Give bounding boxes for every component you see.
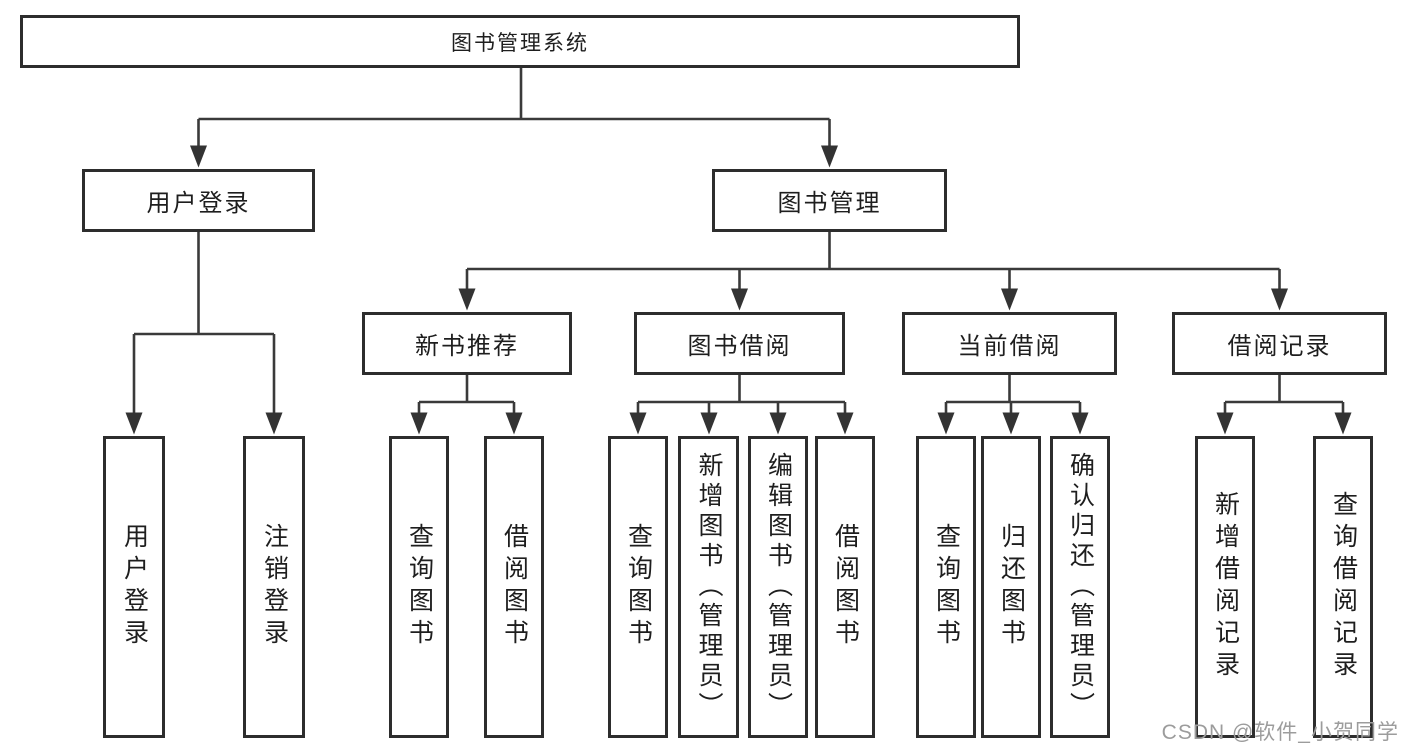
leaf-label: 查询图书 <box>624 523 653 651</box>
node-label: 用户登录 <box>146 190 251 217</box>
node-book-borrow: 图书借阅 <box>634 312 845 375</box>
leaf-confirm-return-admin: 确认归还（管理员） <box>1050 436 1110 738</box>
node-label: 图书借阅 <box>687 333 792 360</box>
leaf-user-login: 用户登录 <box>103 436 165 738</box>
node-label: 当前借阅 <box>957 333 1062 360</box>
node-label: 借阅记录 <box>1227 333 1332 360</box>
leaf-label: 编辑图书（管理员） <box>764 452 793 722</box>
leaf-logout: 注销登录 <box>243 436 305 738</box>
csdn-watermark: CSDN @软件_小贺同学 <box>1161 721 1399 744</box>
leaf-label: 归还图书 <box>997 523 1026 651</box>
node-library-management-system: 图书管理系统 <box>20 15 1020 68</box>
leaf-query-borrow-record: 查询借阅记录 <box>1313 436 1373 738</box>
leaf-label: 查询图书 <box>932 523 961 651</box>
node-label: 图书管理 <box>777 190 882 217</box>
node-borrow-records: 借阅记录 <box>1172 312 1387 375</box>
leaf-return-books: 归还图书 <box>981 436 1041 738</box>
node-book-management: 图书管理 <box>712 169 947 232</box>
node-user-login: 用户登录 <box>82 169 315 232</box>
leaf-query-books-borrow: 查询图书 <box>608 436 668 738</box>
node-current-borrow: 当前借阅 <box>902 312 1117 375</box>
node-label: 图书管理系统 <box>451 31 589 55</box>
leaf-edit-books-admin: 编辑图书（管理员） <box>748 436 808 738</box>
leaf-label: 查询借阅记录 <box>1329 491 1358 683</box>
leaf-label: 借阅图书 <box>500 523 529 651</box>
leaf-borrow-books: 借阅图书 <box>815 436 875 738</box>
leaf-label: 用户登录 <box>120 523 149 651</box>
leaf-label: 确认归还（管理员） <box>1066 452 1095 722</box>
node-label: 新书推荐 <box>415 333 519 360</box>
leaf-label: 注销登录 <box>260 523 289 651</box>
leaf-label: 新增图书（管理员） <box>695 452 723 722</box>
leaf-query-books-recommend: 查询图书 <box>389 436 449 738</box>
leaf-label: 新增借阅记录 <box>1211 491 1240 683</box>
leaf-label: 查询图书 <box>405 523 434 651</box>
leaf-add-borrow-record: 新增借阅记录 <box>1195 436 1255 738</box>
leaf-add-books-admin: 新增图书（管理员） <box>678 436 739 738</box>
node-new-book-recommend: 新书推荐 <box>362 312 572 375</box>
leaf-borrow-books-recommend: 借阅图书 <box>484 436 544 738</box>
leaf-label: 借阅图书 <box>831 523 860 651</box>
leaf-query-books-current: 查询图书 <box>916 436 976 738</box>
